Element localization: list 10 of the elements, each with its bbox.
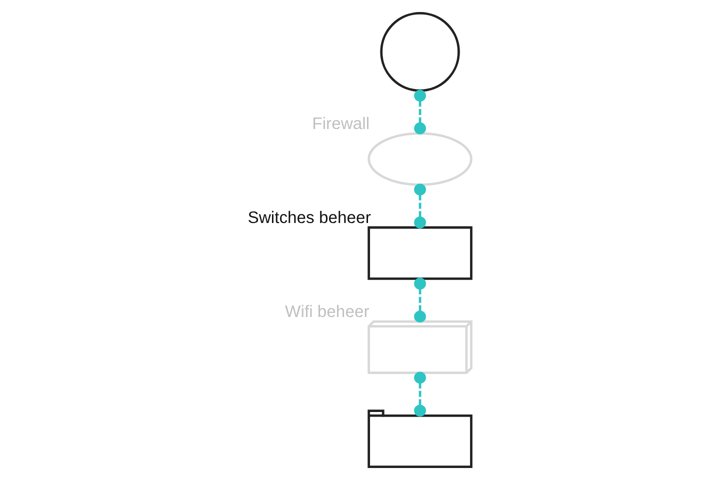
node-label: Switches beheer [247,208,370,227]
connector [414,90,426,134]
connector [414,278,426,323]
node-label: Firewall [312,114,370,133]
node-switch [367,226,472,280]
node-cloud [367,132,472,186]
connector [414,184,426,228]
node-globe [380,12,460,92]
node-label: Wifi beheer [284,302,369,322]
connector [414,372,426,417]
